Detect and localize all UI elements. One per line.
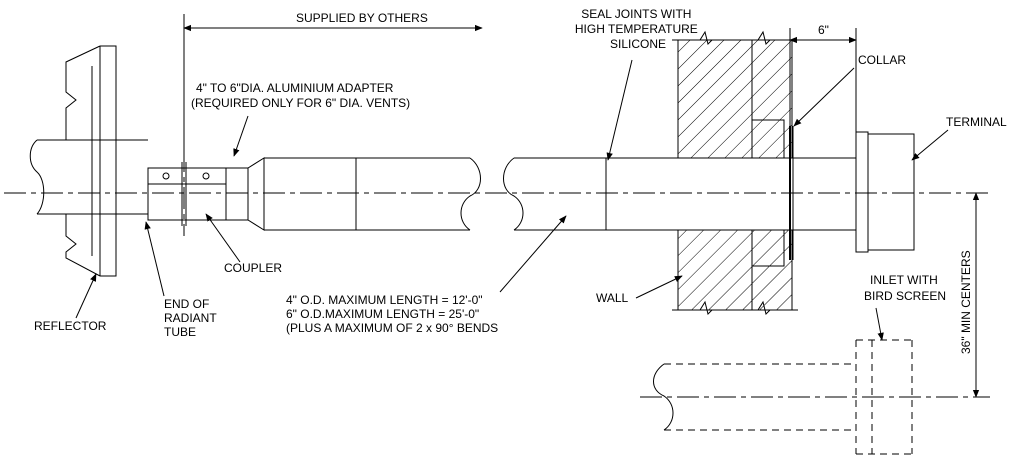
seal-joints-label: SEAL JOINTS WITH HIGH TEMPERATURE SILICO… [575,7,701,51]
supplied-by-others-dimension [183,14,483,160]
reflector-label: REFLECTOR [34,319,107,333]
coupler-label: COUPLER [224,261,282,275]
collar-label: COLLAR [858,53,906,67]
six-inch-dimension [789,28,857,132]
adapter-label: 4" TO 6"DIA. ALUMINIUM ADAPTER (REQUIRED… [191,81,410,110]
reflector [65,45,117,277]
inlet-label: INLET WITH BIRD SCREEN [864,273,946,303]
terminal [793,131,915,253]
six-inch-label: 6" [818,23,829,37]
leader-lines [75,59,949,341]
inlet-pipe [653,339,913,455]
vent-pipe-left [264,157,481,231]
supplied-by-others-label: SUPPLIED BY OTHERS [296,11,428,25]
coupler [147,162,227,226]
min-centers-label: 36" MIN CENTERS [959,250,973,354]
max-length-label: 4" O.D. MAXIMUM LENGTH = 12'-0" 6" O.D.M… [286,293,498,335]
wall-label: WALL [596,291,629,305]
end-of-tube-label: END OF RADIANT TUBE [164,297,220,339]
adapter [226,157,265,231]
terminal-label: TERMINAL [946,115,1007,129]
radiant-tube [29,139,148,215]
wall [672,26,798,324]
vent-pipe-right [503,157,752,231]
